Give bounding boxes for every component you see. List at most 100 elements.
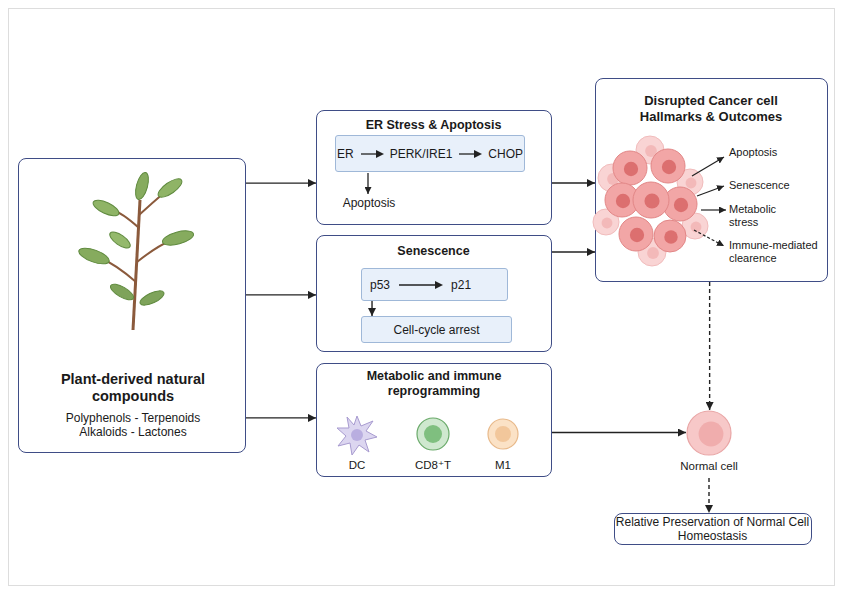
outcome-arrow xyxy=(692,157,724,176)
plant-leaf xyxy=(91,197,121,219)
cancer-cell xyxy=(638,238,666,266)
pathway-step: CHOP xyxy=(488,147,523,161)
process-box: Metabolic and immune reprogramming xyxy=(316,363,552,477)
cancer-cell xyxy=(605,183,639,217)
arrow-connector xyxy=(552,251,595,252)
plant-illustration xyxy=(77,171,195,330)
outcome-arrow xyxy=(701,209,726,210)
cell-nucleus xyxy=(630,228,644,242)
plant-leaf xyxy=(133,171,151,201)
arrow-head xyxy=(474,150,482,158)
flow-arrow xyxy=(398,280,443,290)
node-heading: Metabolic and immune reprogramming xyxy=(349,369,519,399)
process-box: ER Stress & ApoptosisApoptosisERPERK/IRE… xyxy=(316,110,552,225)
arrow-connector xyxy=(246,294,316,295)
arrow-connector xyxy=(708,478,709,513)
cell-nucleus xyxy=(351,429,363,441)
outcome-box: Cell-cycle arrest xyxy=(361,316,512,343)
plant-stem xyxy=(133,200,140,330)
cell-nucleus xyxy=(645,145,657,157)
cell-nucleus xyxy=(699,422,724,447)
arrow-connector xyxy=(552,182,595,183)
cancer-cell xyxy=(654,220,686,252)
macrophage xyxy=(488,419,518,449)
cell-nucleus xyxy=(602,218,613,229)
node-text: Metabolic stress xyxy=(729,203,785,229)
plant-leaf xyxy=(77,245,111,267)
arrow-connector xyxy=(246,417,316,418)
pathway-step: ER xyxy=(337,147,354,161)
cancer-cell xyxy=(633,182,669,218)
node-heading: Senescence xyxy=(317,244,550,259)
node-text: Senescence xyxy=(729,179,819,192)
outcome-box: Disrupted Cancer cell Hallmarks & Outcom… xyxy=(595,78,828,282)
cell-shape xyxy=(686,410,732,456)
cell-nucleus xyxy=(686,178,697,189)
cancer-cell xyxy=(682,213,708,239)
dendritic-cell xyxy=(337,416,377,455)
process-box: Senescence p53 p21Cell-cycle arrest xyxy=(316,235,552,352)
cancer-cell xyxy=(677,169,703,195)
cancer-cell xyxy=(636,136,664,164)
arrow-shaft xyxy=(399,284,436,285)
arrow-head xyxy=(376,150,384,158)
pathway-box: ER PERK/IRE1 CHOP xyxy=(335,135,525,172)
cell-nucleus xyxy=(495,426,511,442)
node-heading: Cell-cycle arrest xyxy=(362,323,511,337)
flow-arrow xyxy=(360,149,384,159)
arrow-connector xyxy=(709,282,710,410)
node-heading: Plant-derived natural compounds xyxy=(58,371,208,406)
frame-border xyxy=(9,9,835,586)
cancer-cell xyxy=(619,217,653,251)
cell-nucleus xyxy=(662,160,676,174)
node-heading: Relative Preservation of Normal Cell Hom… xyxy=(615,515,810,544)
plant-branch xyxy=(112,210,139,228)
cell-nucleus xyxy=(607,173,619,185)
node-heading: Normal cell xyxy=(656,460,762,474)
plant-leaf xyxy=(108,281,136,303)
cancer-cell xyxy=(663,187,697,221)
cell-nucleus xyxy=(647,247,659,259)
plant-leaf xyxy=(138,288,166,308)
flow-arrow xyxy=(458,149,482,159)
plant-leaf xyxy=(161,228,195,248)
cell-nucleus xyxy=(616,194,630,208)
cancer-cell xyxy=(598,164,626,192)
cell-nucleus xyxy=(674,198,688,212)
arrow-connector xyxy=(246,182,316,183)
cancer-cell xyxy=(613,151,647,185)
immune-cells xyxy=(337,416,518,455)
outcome-arrow xyxy=(697,186,724,196)
node-heading: ER Stress & Apoptosis xyxy=(317,118,550,133)
cell-nucleus xyxy=(664,230,677,243)
node-text: Apoptosis xyxy=(729,146,819,159)
outcome-arrows xyxy=(692,157,726,246)
arrow-head xyxy=(435,281,443,289)
cell-nucleus xyxy=(624,162,638,176)
cancer-cluster xyxy=(593,136,708,266)
plant-leaf xyxy=(107,229,132,251)
plant-branch xyxy=(100,258,136,282)
result-box: Relative Preservation of Normal Cell Hom… xyxy=(614,513,812,545)
node-heading: Disrupted Cancer cell Hallmarks & Outcom… xyxy=(621,93,801,124)
cell-nucleus xyxy=(691,222,702,233)
plant-branch xyxy=(139,192,165,215)
t-cell xyxy=(417,418,449,450)
pathway-box: p53 p21 xyxy=(361,268,508,301)
pathway-step: p21 xyxy=(451,278,471,292)
cell-nucleus xyxy=(644,193,659,208)
plant-branch xyxy=(137,240,172,262)
arrow-shaft xyxy=(361,153,377,154)
cell-nucleus xyxy=(424,425,442,443)
cell-body xyxy=(687,411,731,455)
plant-leaf xyxy=(155,175,184,200)
pathway-arrow xyxy=(367,173,368,194)
node-text: Immune-mediated clearence xyxy=(729,239,824,265)
arrow-connector xyxy=(552,432,686,433)
pathway-step: p53 xyxy=(370,278,390,292)
cancer-cell xyxy=(593,209,619,235)
arrow-shaft xyxy=(459,153,475,154)
source-box: Plant-derived natural compoundsPolypheno… xyxy=(18,158,246,453)
pathway-step: PERK/IRE1 xyxy=(390,147,453,161)
